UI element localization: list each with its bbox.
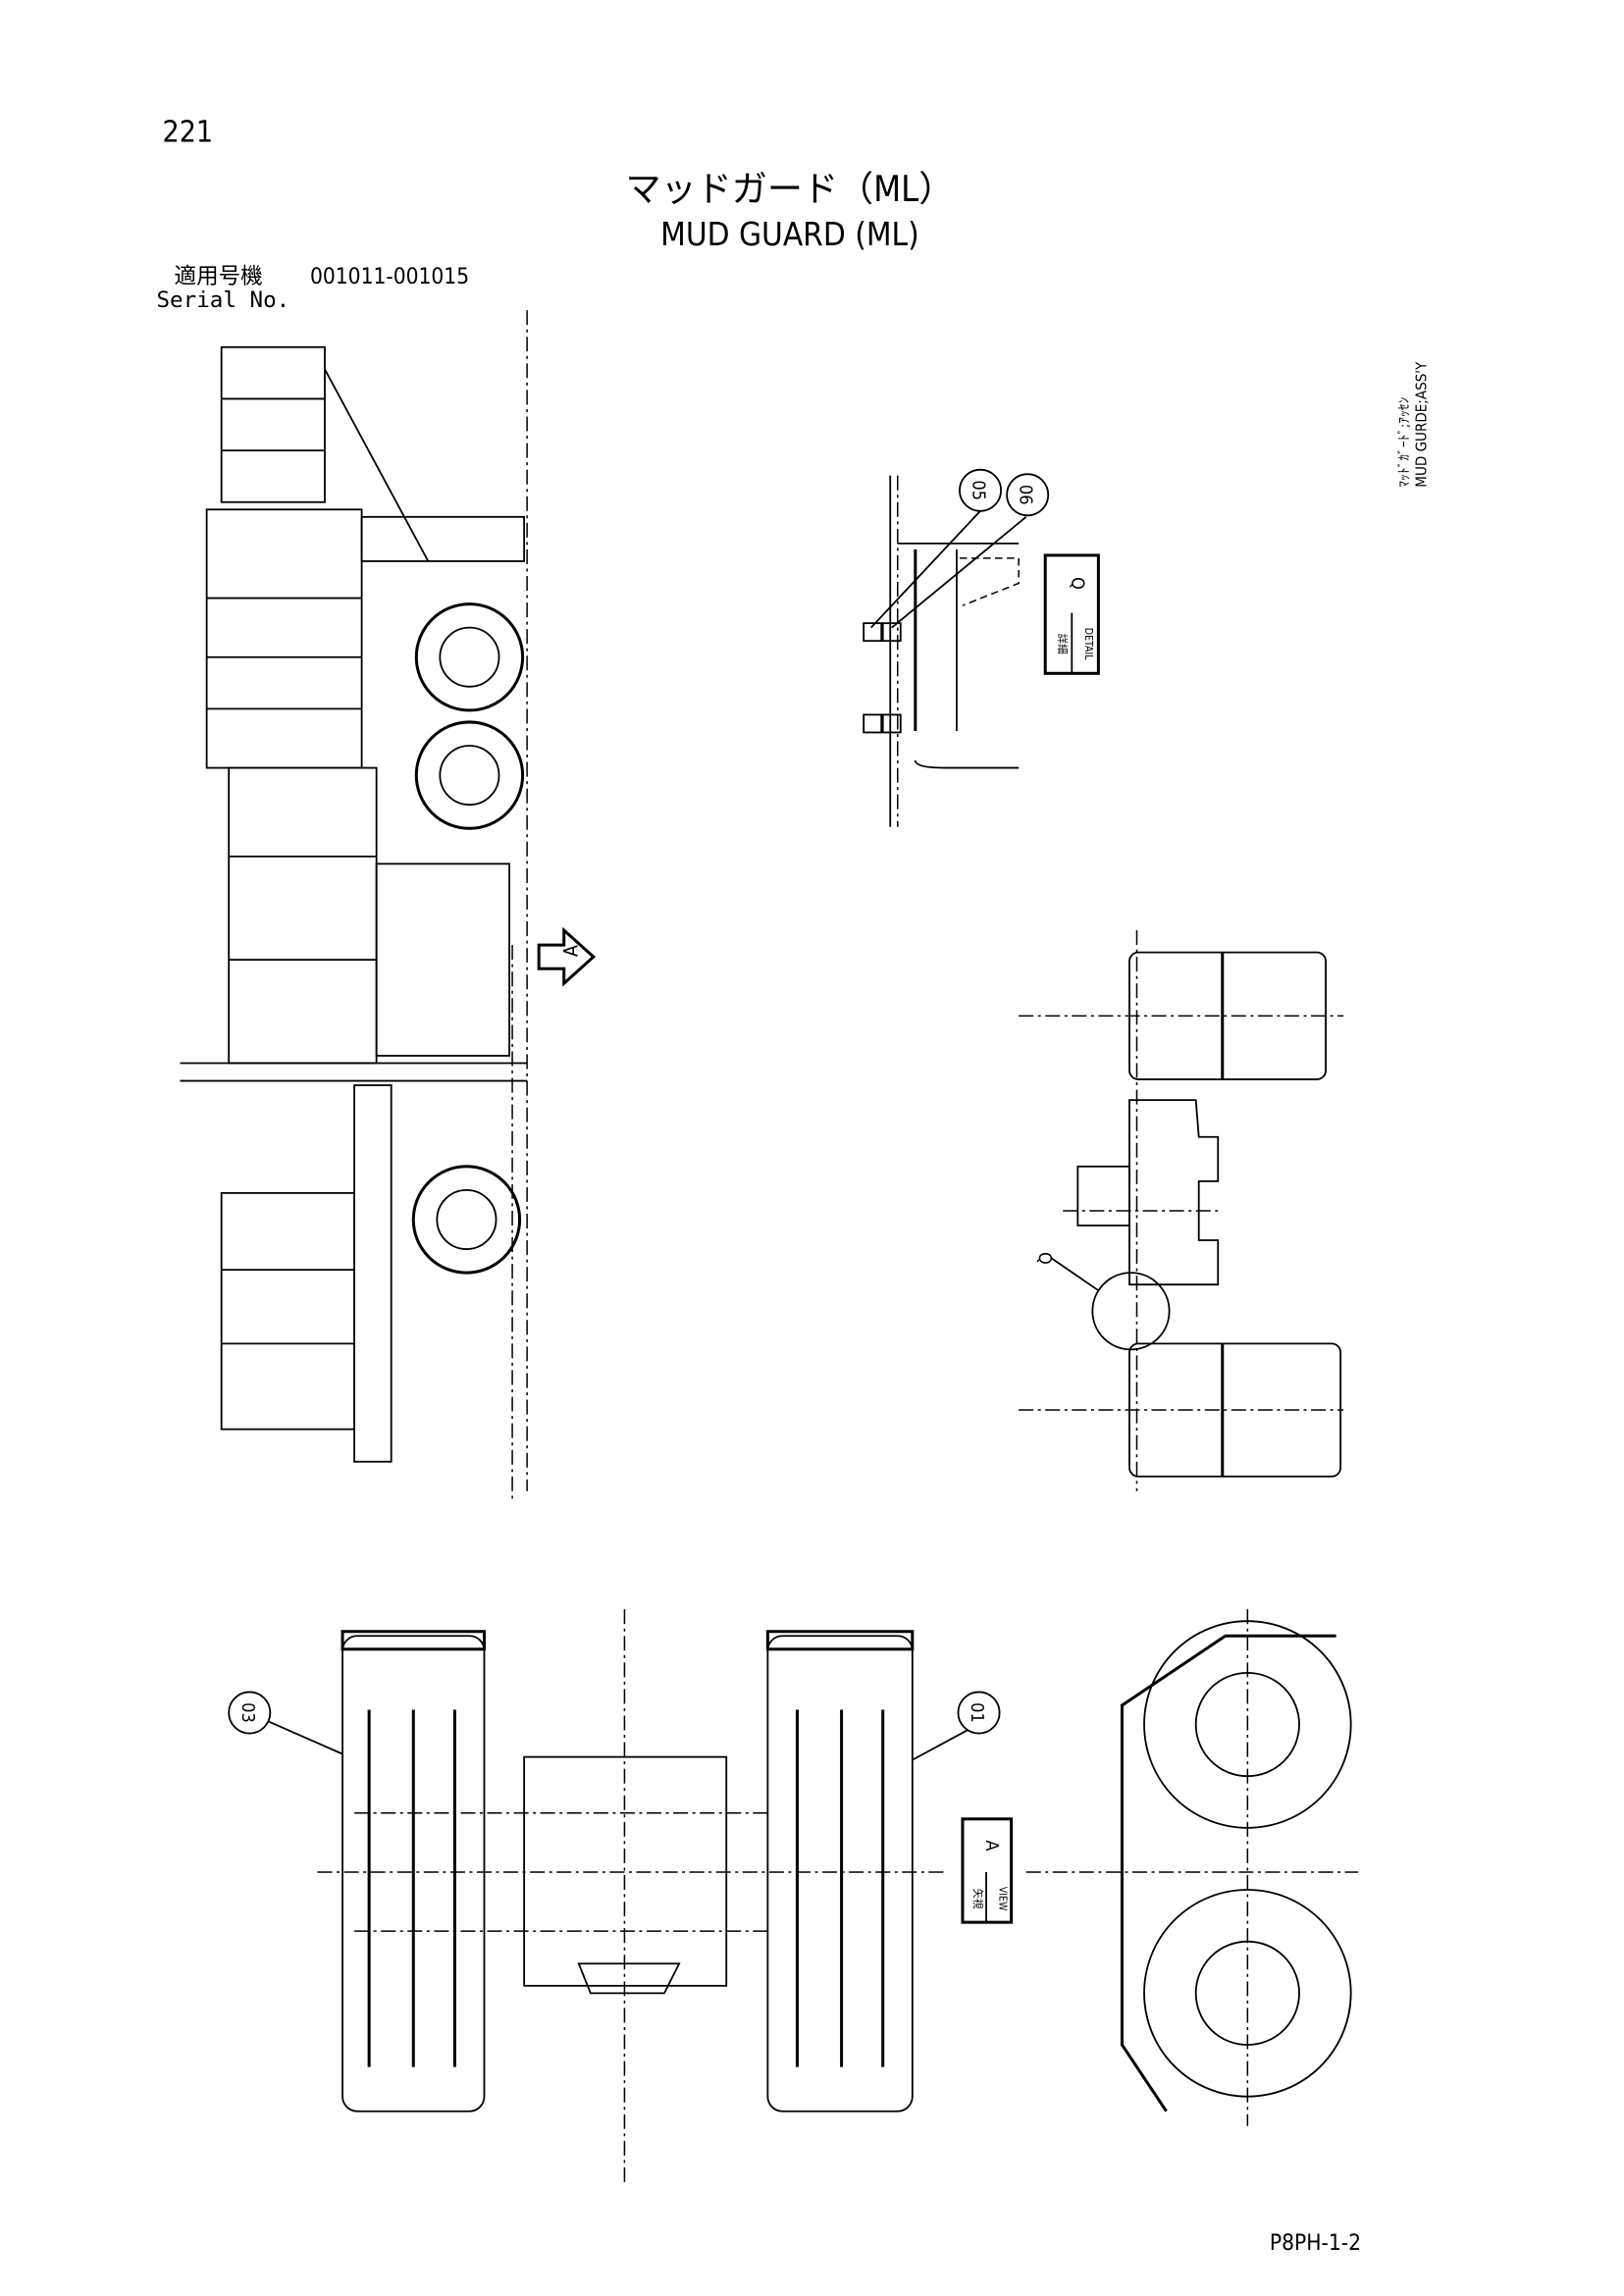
footer-code: P8PH-1-2	[1270, 2230, 1361, 2256]
title-japanese: マッドガード（ML）	[626, 168, 955, 210]
detail-q-view: 05 06 Q DETAIL 詳細	[863, 468, 1100, 827]
svg-text:A: A	[981, 1840, 1002, 1851]
page-number: 221	[163, 116, 214, 150]
assembly-label-english: MUD GURDE;ASS'Y	[1412, 361, 1430, 488]
crane-side-view	[180, 310, 528, 1499]
view-label-box: A VIEW 矢視	[961, 1817, 1014, 1924]
svg-text:VIEW: VIEW	[997, 1887, 1009, 1911]
side-view-wheels	[1025, 1609, 1359, 2126]
detail-q-marker: Q	[1034, 1252, 1055, 1265]
callout-03: 03	[228, 1691, 343, 1755]
svg-text:Q: Q	[1067, 577, 1087, 590]
serial-label-english: Serial No.	[156, 287, 289, 313]
callout-06: 06	[1006, 473, 1050, 517]
detail-label-box: Q DETAIL 詳細	[1043, 553, 1100, 675]
svg-text:05: 05	[968, 480, 988, 500]
view-arrow-label: A	[559, 945, 582, 957]
assembly-label-japanese: ﾏｯﾄﾞｶﾞｰﾄﾞ;ｱｯｾﾝ	[1396, 396, 1412, 487]
svg-text:06: 06	[1016, 485, 1036, 505]
svg-text:01: 01	[967, 1702, 987, 1723]
svg-text:矢視: 矢視	[971, 1889, 984, 1910]
svg-text:03: 03	[237, 1702, 258, 1723]
view-arrow-a: A	[537, 926, 597, 987]
svg-text:詳細: 詳細	[1056, 634, 1069, 654]
detail-q-marker-circle	[1091, 1272, 1171, 1351]
assembly-label: ﾏｯﾄﾞｶﾞｰﾄﾞ;ｱｯｾﾝ MUD GURDE;ASS'Y	[1396, 361, 1430, 488]
callout-05: 05	[959, 468, 1002, 512]
serial-label-japanese: 適用号機	[175, 264, 263, 289]
svg-text:DETAIL: DETAIL	[1082, 628, 1094, 660]
view-a-bottom: 03 01 A VIEW 矢視	[228, 1609, 1014, 2185]
callout-01: 01	[912, 1691, 1001, 1761]
title-english: MUD GUARD (ML)	[660, 215, 919, 253]
top-view: Q	[1019, 930, 1344, 1491]
serial-range: 001011-001015	[310, 264, 469, 289]
